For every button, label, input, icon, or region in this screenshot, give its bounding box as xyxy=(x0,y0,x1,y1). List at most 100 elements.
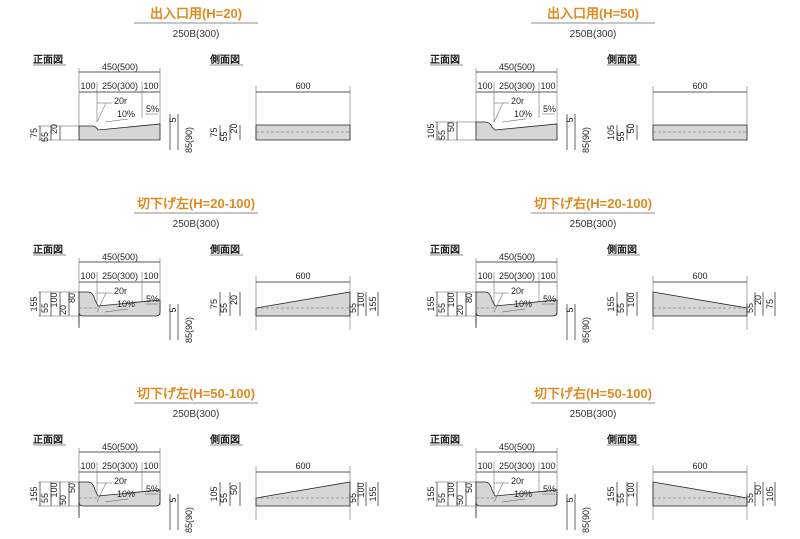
dim-front-step-a: 20 xyxy=(58,305,68,315)
dim-front-edge: 5 xyxy=(168,497,178,502)
slope-a-arrow xyxy=(501,498,526,503)
panel-6: 切下げ右(H=50-100)250B(300)正面図側面図450(500)100… xyxy=(426,386,776,533)
dim-front-depth: 85(90) xyxy=(184,507,194,533)
dim-front-height: 75 xyxy=(29,128,39,138)
dim-overall-width: 450(500) xyxy=(499,442,535,452)
dim-overall-width: 450(500) xyxy=(102,62,138,72)
dim-overall-width: 450(500) xyxy=(102,252,138,262)
panel-title: 切下げ左(H=20-100) xyxy=(137,196,255,211)
side-body xyxy=(652,124,748,141)
dim-mid-width: 250(300) xyxy=(102,271,138,281)
dim-mid-width: 250(300) xyxy=(499,271,535,281)
dim-side-lower: 55 xyxy=(219,131,229,141)
dim-side-height: 105 xyxy=(209,486,219,501)
dim-side-right-height: 155 xyxy=(368,486,378,501)
dim-side-height: 75 xyxy=(209,299,219,309)
dim-side-length: 600 xyxy=(692,461,707,471)
front-view-label: 正面図 xyxy=(33,434,63,446)
dim-slope-b: 5% xyxy=(543,104,556,114)
dim-front-upper: 100 xyxy=(446,482,456,497)
dim-right-width: 100 xyxy=(143,271,158,281)
dim-slope-a: 10% xyxy=(117,489,135,499)
dim-side-right-upper: 100 xyxy=(356,482,366,497)
side-body xyxy=(255,481,351,507)
front-view-label: 正面図 xyxy=(430,244,460,256)
dim-front-height: 155 xyxy=(426,296,436,311)
dim-radius: 20r xyxy=(114,96,127,106)
dim-side-upper: 50 xyxy=(229,485,239,495)
dim-front-lower: 55 xyxy=(40,132,50,142)
dim-overall-width: 450(500) xyxy=(499,62,535,72)
front-view-label: 正面図 xyxy=(430,54,460,66)
dim-right-width: 100 xyxy=(143,461,158,471)
front-view-label: 正面図 xyxy=(430,434,460,446)
front-view-label: 正面図 xyxy=(33,54,63,66)
dim-front-height: 155 xyxy=(29,486,39,501)
slope-a-arrow xyxy=(104,308,129,313)
side-body xyxy=(652,291,748,317)
dim-slope-b: 5% xyxy=(146,294,159,304)
dim-front-lower: 55 xyxy=(437,303,447,313)
side-body xyxy=(652,481,748,507)
dim-front-edge: 5 xyxy=(168,117,178,122)
dim-slope-a: 10% xyxy=(514,299,532,309)
dim-side-length: 600 xyxy=(295,461,310,471)
dim-front-edge: 5 xyxy=(168,307,178,312)
dim-front-height: 155 xyxy=(426,486,436,501)
dim-front-depth: 85(90) xyxy=(184,317,194,343)
panel-3: 切下げ左(H=20-100)250B(300)正面図側面図450(500)100… xyxy=(29,196,379,343)
dim-side-right-height: 105 xyxy=(765,486,775,501)
dim-side-right-lower: 55 xyxy=(348,493,358,503)
dim-side-right-lower: 55 xyxy=(745,303,755,313)
dim-side-lower: 55 xyxy=(219,493,229,503)
panel-5: 切下げ左(H=50-100)250B(300)正面図側面図450(500)100… xyxy=(29,386,379,533)
panel-title: 出入口用(H=20) xyxy=(150,6,242,21)
dim-front-edge: 5 xyxy=(565,307,575,312)
dim-left-width: 100 xyxy=(477,81,492,91)
dim-side-lower: 55 xyxy=(616,493,626,503)
dim-front-upper: 100 xyxy=(49,482,59,497)
dim-side-right-lower: 55 xyxy=(745,493,755,503)
dim-side-height: 75 xyxy=(209,127,219,137)
dim-side-right-height: 75 xyxy=(765,299,775,309)
dim-overall-width: 450(500) xyxy=(499,252,535,262)
front-body xyxy=(475,121,558,141)
dim-side-lower: 55 xyxy=(616,303,626,313)
dim-mid-width: 250(300) xyxy=(102,461,138,471)
dim-front-step-b: 80 xyxy=(464,293,474,303)
slope-a-arrow xyxy=(104,498,129,503)
dim-front-depth: 85(90) xyxy=(184,127,194,153)
dim-front-depth: 85(90) xyxy=(581,317,591,343)
dim-radius: 20r xyxy=(511,286,524,296)
dim-front-depth: 85(90) xyxy=(581,127,591,153)
dim-slope-a: 10% xyxy=(514,489,532,499)
dim-side-height: 155 xyxy=(606,486,616,501)
dim-side-upper: 50 xyxy=(626,123,636,133)
dim-left-width: 100 xyxy=(80,461,95,471)
panel-title: 出入口用(H=50) xyxy=(547,6,639,21)
panel-subtitle: 250B(300) xyxy=(570,219,617,230)
dim-side-upper: 100 xyxy=(626,482,636,497)
dim-front-lower: 55 xyxy=(40,493,50,503)
panel-subtitle: 250B(300) xyxy=(173,409,220,420)
dim-right-width: 100 xyxy=(540,461,555,471)
side-view-label: 側面図 xyxy=(606,53,637,66)
front-view-label: 正面図 xyxy=(33,244,63,256)
front-body xyxy=(78,123,161,141)
dim-slope-a: 10% xyxy=(514,109,532,119)
slope-a-arrow xyxy=(501,308,526,313)
panel-subtitle: 250B(300) xyxy=(570,409,617,420)
dim-front-lower: 55 xyxy=(437,130,447,140)
dim-mid-width: 250(300) xyxy=(102,81,138,91)
dim-side-length: 600 xyxy=(295,271,310,281)
dim-front-depth: 85(90) xyxy=(581,507,591,533)
panel-subtitle: 250B(300) xyxy=(173,29,220,40)
dim-side-length: 600 xyxy=(295,81,310,91)
dim-radius: 20r xyxy=(114,476,127,486)
dim-left-width: 100 xyxy=(477,271,492,281)
dim-overall-width: 450(500) xyxy=(102,442,138,452)
dim-side-lower: 55 xyxy=(219,303,229,313)
side-view-label: 側面図 xyxy=(209,53,240,66)
